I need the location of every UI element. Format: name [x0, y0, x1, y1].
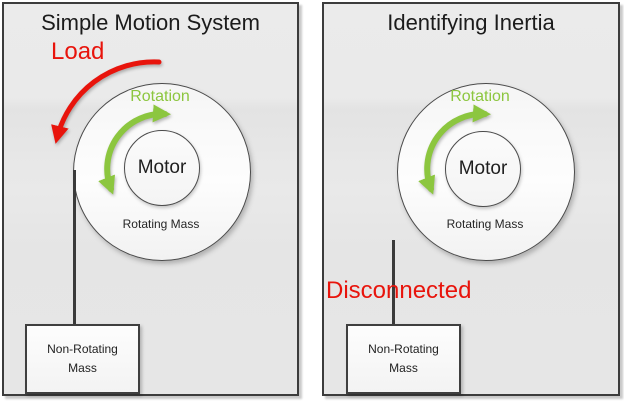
motor-circle: Motor [445, 131, 521, 207]
panel-simple-motion-system: Simple Motion System Motor Rotation Rota… [2, 2, 299, 396]
motor-circle: Motor [124, 130, 200, 206]
disconnected-label: Disconnected [326, 277, 472, 304]
panel-identifying-inertia: Identifying Inertia Motor Rotation Rotat… [322, 2, 620, 396]
rotating-mass-label: Rotating Mass [446, 217, 524, 231]
panel-title: Simple Motion System [41, 10, 260, 35]
non-rotating-mass-box: Non-Rotating Mass [25, 324, 140, 394]
rotation-label: Rotation [130, 88, 190, 105]
rotating-mass-label: Rotating Mass [122, 217, 200, 231]
non-rotating-mass-label: Non-Rotating Mass [47, 342, 118, 375]
non-rotating-mass-box: Non-Rotating Mass [346, 324, 461, 394]
load-label: Load [51, 38, 105, 65]
panel-title: Identifying Inertia [387, 10, 555, 35]
motor-label: Motor [458, 158, 508, 179]
non-rotating-mass-label: Non-Rotating Mass [368, 342, 439, 375]
motor-label: Motor [137, 157, 187, 178]
rotation-label: Rotation [450, 88, 510, 105]
